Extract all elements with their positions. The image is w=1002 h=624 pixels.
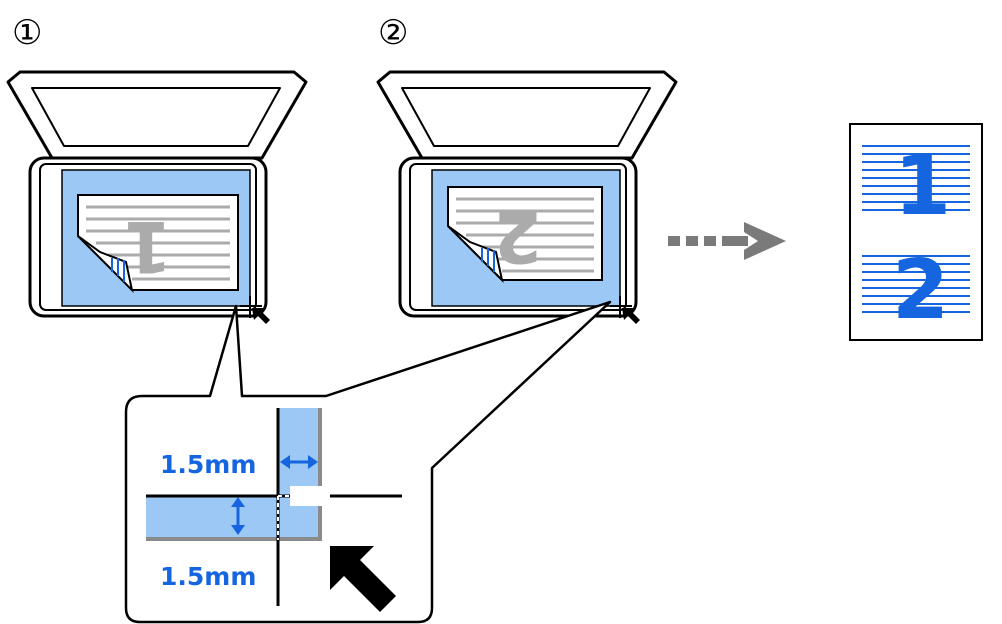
margin-detail-callout: 1.5mm 1.5mm [124, 300, 612, 624]
corner-mark-arrow-icon [240, 296, 270, 324]
step-2-scanner: ② 2 [376, 13, 678, 324]
vertical-margin-label: 1.5mm [160, 562, 256, 591]
scanner-lid-inner [31, 87, 281, 147]
double-arrow-icon [280, 455, 318, 469]
page-digit: 2 [493, 195, 542, 277]
result-digit-2: 2 [892, 243, 949, 338]
step-2-number: ② [378, 13, 408, 53]
scanner-lid-inner [401, 87, 651, 147]
corner-mark-arrow-icon [610, 296, 640, 324]
result-text-lines [862, 145, 970, 313]
callout-bubble [124, 300, 612, 624]
horizontal-margin-label: 1.5mm [160, 450, 256, 479]
result-page: 1 2 [849, 123, 983, 341]
step-1-scanner: ① 1 [6, 13, 308, 324]
result-digit-1: 1 [894, 139, 951, 234]
flow-arrow-icon [668, 222, 786, 260]
double-arrow-icon [231, 497, 245, 535]
page-digit: 1 [123, 205, 172, 287]
step-1-number: ① [12, 13, 42, 53]
original-page: 2 [447, 186, 603, 284]
corner-mark-arrow-icon [330, 546, 396, 612]
original-page: 1 [77, 194, 239, 294]
